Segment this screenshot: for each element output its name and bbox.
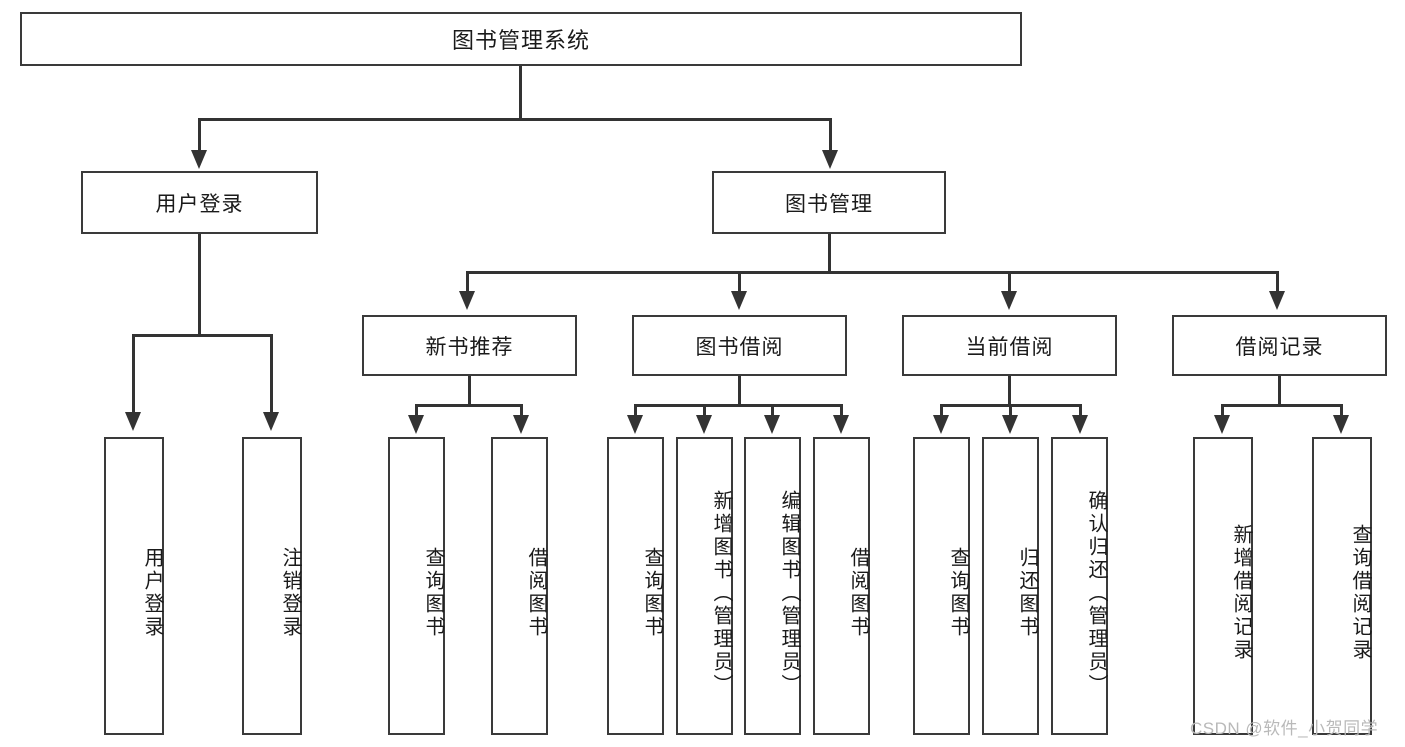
edge-book-borrow-stem — [738, 376, 741, 407]
edge-user-login-to-leaf-2 — [270, 334, 273, 416]
edge-new-book-to-leaf-1 — [415, 404, 418, 418]
node-current-borrow[interactable]: 当前借阅 — [902, 315, 1117, 376]
node-borrow-record[interactable]: 借阅记录 — [1172, 315, 1387, 376]
node-new-book-recommend[interactable]: 新书推荐 — [362, 315, 577, 376]
arrow-current-borrow-to-leaf-3 — [1072, 415, 1088, 434]
node-label: 借阅图书 — [525, 547, 547, 639]
edge-borrow-record-bus — [1221, 404, 1342, 407]
arrow-new-book-to-leaf-1 — [408, 415, 424, 434]
edge-book-borrow-to-leaf-3 — [771, 404, 774, 418]
node-label: 新增借阅记录 — [1230, 524, 1252, 662]
edge-book-manage-bus — [466, 271, 1278, 274]
arrow-book-borrow-to-leaf-3 — [764, 415, 780, 434]
edge-new-book-bus — [415, 404, 523, 407]
node-book-manage[interactable]: 图书管理 — [712, 171, 946, 234]
node-label: 借阅记录 — [1235, 335, 1324, 359]
arrow-user-login-to-leaf-2 — [263, 412, 279, 431]
edge-root-to-user-login — [198, 118, 201, 154]
leaf-borrow-book-2[interactable]: 借阅图书 — [813, 437, 870, 735]
leaf-query-book-3[interactable]: 查询图书 — [913, 437, 970, 735]
leaf-query-record[interactable]: 查询借阅记录 — [1312, 437, 1372, 735]
leaf-borrow-book-1[interactable]: 借阅图书 — [491, 437, 548, 735]
edge-root-bus — [198, 118, 832, 121]
arrow-root-to-book-manage — [822, 150, 838, 169]
edge-new-book-stem — [468, 376, 471, 407]
leaf-add-record[interactable]: 新增借阅记录 — [1193, 437, 1253, 735]
edge-book-borrow-to-leaf-4 — [840, 404, 843, 418]
leaf-confirm-return[interactable]: 确认归还（管理员） — [1051, 437, 1108, 735]
leaf-query-book-2[interactable]: 查询图书 — [607, 437, 664, 735]
leaf-edit-book[interactable]: 编辑图书（管理员） — [744, 437, 801, 735]
arrow-root-to-user-login — [191, 150, 207, 169]
node-label: 新增图书（管理员） — [710, 489, 732, 697]
arrow-book-manage-to-l2-3 — [1001, 291, 1017, 310]
edge-current-borrow-to-leaf-2 — [1009, 404, 1012, 418]
edge-borrow-record-to-leaf-1 — [1221, 404, 1224, 418]
node-book-management-system[interactable]: 图书管理系统 — [20, 12, 1022, 66]
arrow-book-manage-to-l2-4 — [1269, 291, 1285, 310]
arrow-book-borrow-to-leaf-2 — [696, 415, 712, 434]
arrow-book-manage-to-l2-1 — [459, 291, 475, 310]
edge-root-to-book-manage — [829, 118, 832, 154]
csdn-watermark: CSDN @软件_小贺同学 — [1190, 719, 1379, 738]
node-label: 用户登录 — [141, 547, 163, 639]
node-label: 借阅图书 — [847, 547, 869, 639]
edge-book-manage-to-l2-4 — [1276, 271, 1279, 295]
arrow-new-book-to-leaf-2 — [513, 415, 529, 434]
edge-book-manage-to-l2-3 — [1008, 271, 1011, 295]
node-label: 确认归还（管理员） — [1085, 489, 1107, 697]
arrow-current-borrow-to-leaf-1 — [933, 415, 949, 434]
edge-book-manage-stem — [828, 234, 831, 274]
node-label: 查询借阅记录 — [1349, 524, 1371, 662]
node-book-borrow[interactable]: 图书借阅 — [632, 315, 847, 376]
edge-borrow-record-stem — [1278, 376, 1281, 407]
node-label: 编辑图书（管理员） — [778, 489, 800, 697]
leaf-add-book[interactable]: 新增图书（管理员） — [676, 437, 733, 735]
node-label: 查询图书 — [947, 547, 969, 639]
arrow-borrow-record-to-leaf-2 — [1333, 415, 1349, 434]
arrow-borrow-record-to-leaf-1 — [1214, 415, 1230, 434]
edge-user-login-bus — [132, 334, 273, 337]
node-label: 图书管理 — [785, 192, 873, 216]
edge-user-login-stem — [198, 234, 201, 336]
arrow-book-borrow-to-leaf-4 — [833, 415, 849, 434]
node-label: 当前借阅 — [965, 335, 1054, 359]
node-user-login[interactable]: 用户登录 — [81, 171, 318, 234]
node-label: 图书管理系统 — [451, 28, 590, 53]
edge-new-book-to-leaf-2 — [520, 404, 523, 418]
node-label: 图书借阅 — [695, 335, 784, 359]
edge-user-login-to-leaf-1 — [132, 334, 135, 416]
arrow-current-borrow-to-leaf-2 — [1002, 415, 1018, 434]
edge-book-borrow-to-leaf-1 — [634, 404, 637, 418]
edge-book-manage-to-l2-1 — [466, 271, 469, 295]
edge-book-borrow-to-leaf-2 — [703, 404, 706, 418]
node-label: 归还图书 — [1016, 547, 1038, 639]
edge-current-borrow-stem — [1008, 376, 1011, 407]
edge-current-borrow-to-leaf-1 — [940, 404, 943, 418]
node-label: 注销登录 — [279, 547, 301, 639]
arrow-book-borrow-to-leaf-1 — [627, 415, 643, 434]
arrow-book-manage-to-l2-2 — [731, 291, 747, 310]
leaf-logout-login[interactable]: 注销登录 — [242, 437, 302, 735]
arrow-user-login-to-leaf-1 — [125, 412, 141, 431]
edge-root-stem — [519, 66, 522, 120]
edge-borrow-record-to-leaf-2 — [1340, 404, 1343, 418]
edge-book-manage-to-l2-2 — [738, 271, 741, 295]
edge-book-borrow-bus — [634, 404, 843, 407]
node-label: 新书推荐 — [425, 335, 514, 359]
edge-current-borrow-to-leaf-3 — [1079, 404, 1082, 418]
leaf-user-login[interactable]: 用户登录 — [104, 437, 164, 735]
node-label: 用户登录 — [155, 192, 244, 216]
node-label: 查询图书 — [422, 547, 444, 639]
node-label: 查询图书 — [641, 547, 663, 639]
leaf-return-book[interactable]: 归还图书 — [982, 437, 1039, 735]
leaf-query-book-1[interactable]: 查询图书 — [388, 437, 445, 735]
